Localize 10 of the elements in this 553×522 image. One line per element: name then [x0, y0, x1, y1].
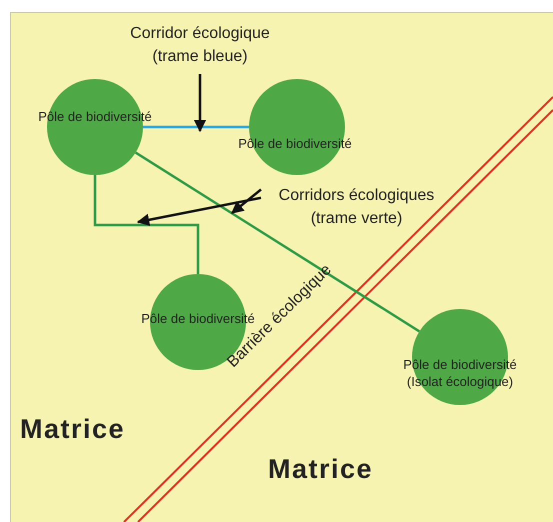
corridor-line [143, 126, 249, 128]
area-label: Matrice [268, 453, 374, 486]
leader-arrow [136, 196, 262, 226]
callout-text: Corridors écologiques (trame verte) [278, 186, 436, 230]
callout-text: Corridor écologique (trame bleue) [129, 24, 271, 68]
leader-arrow [231, 188, 262, 214]
leader-arrow [194, 74, 206, 132]
corridor-line [134, 152, 420, 332]
corridor-line [94, 175, 200, 274]
area-label: Matrice [20, 413, 126, 446]
